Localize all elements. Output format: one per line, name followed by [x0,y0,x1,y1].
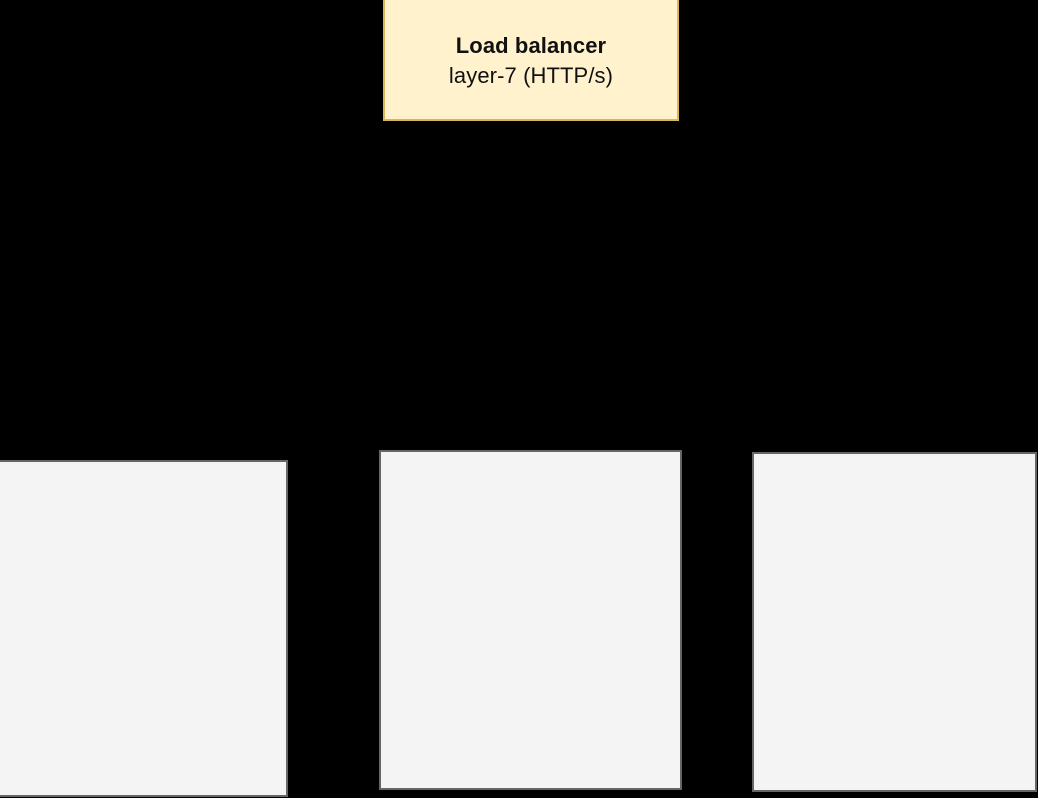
node-control-plane-2[interactable]: Control plane node [379,450,682,790]
node-load-balancer[interactable]: Load balancer layer-7 (HTTP/s) [383,0,679,121]
load-balancer-title: Load balancer [455,32,607,58]
node-control-plane-3[interactable]: Control plane node [752,452,1037,792]
node-control-plane-1[interactable]: Control plane node [0,460,288,797]
load-balancer-subtitle: layer-7 (HTTP/s) [448,62,614,88]
